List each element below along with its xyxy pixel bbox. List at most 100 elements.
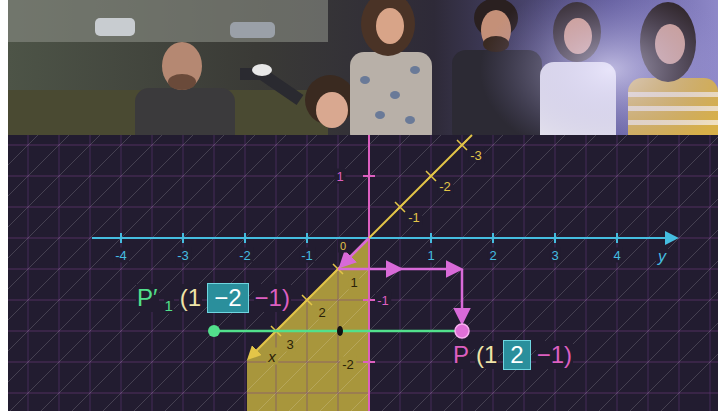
beard xyxy=(168,74,196,90)
grid-line xyxy=(264,135,718,411)
grid-line xyxy=(8,135,505,411)
tick xyxy=(554,233,556,243)
point-label: P(1 2 −1) xyxy=(452,340,573,370)
marker-dot xyxy=(337,326,343,336)
axis-name: y xyxy=(656,248,668,266)
grid-line xyxy=(8,135,195,411)
tick-label: -3 xyxy=(175,248,191,263)
tick xyxy=(363,175,375,177)
grid-line xyxy=(450,135,718,411)
coordinate-text: −1) xyxy=(536,341,573,369)
grid-line xyxy=(8,331,718,332)
x-axis xyxy=(249,135,472,358)
tick-label: 2 xyxy=(487,248,498,263)
vector-path xyxy=(338,238,462,322)
grid-line xyxy=(326,135,718,411)
car xyxy=(230,22,275,38)
floral-pattern xyxy=(360,76,370,84)
shoe xyxy=(252,64,272,76)
plane-region xyxy=(247,238,369,411)
grid-line xyxy=(8,135,443,411)
axes xyxy=(92,135,676,411)
subscript: 1 xyxy=(164,297,174,314)
person-head xyxy=(162,42,202,90)
tick-label: 4 xyxy=(611,248,622,263)
coordinate-text: P xyxy=(452,341,470,369)
grid-line xyxy=(543,135,718,411)
tick-cross xyxy=(426,171,436,181)
tick xyxy=(363,361,375,363)
coordinate-text: −2 xyxy=(213,284,242,312)
vector-arrow xyxy=(338,268,400,271)
tick-label: -2 xyxy=(340,357,356,372)
tick-label: 1 xyxy=(348,275,359,290)
reflection-line xyxy=(214,330,456,333)
tick-label: -1 xyxy=(406,210,422,225)
person-legs xyxy=(240,74,300,100)
floral-pattern xyxy=(405,116,415,124)
axis-name: x xyxy=(266,348,278,365)
person-body xyxy=(350,52,432,135)
diagram-background xyxy=(8,135,718,411)
tick xyxy=(244,233,246,243)
vector-arrow xyxy=(461,269,464,322)
grid-line xyxy=(8,362,718,363)
tick xyxy=(492,233,494,243)
person-hair xyxy=(361,0,415,56)
grid-line xyxy=(295,135,718,411)
tick xyxy=(120,233,122,243)
coordinate-text: (1 xyxy=(475,341,498,369)
car xyxy=(95,18,135,36)
tick-label: -1 xyxy=(299,248,315,263)
tick-label: -2 xyxy=(237,248,253,263)
tick-cross xyxy=(457,140,467,150)
grid-line xyxy=(233,135,718,411)
tick-label: 3 xyxy=(284,337,295,352)
floral-pattern xyxy=(410,66,420,74)
tick-label: 1 xyxy=(425,248,436,263)
coordinate-text: P′ xyxy=(136,284,159,312)
tick xyxy=(182,233,184,243)
tick-label: 2 xyxy=(316,305,327,320)
tick-label: 0 xyxy=(338,240,348,253)
grid-line xyxy=(8,300,718,301)
tick-cross xyxy=(395,202,405,212)
person-body xyxy=(135,88,235,135)
tick-label: 3 xyxy=(549,248,560,263)
photo xyxy=(8,0,718,135)
tick-label: -2 xyxy=(437,179,453,194)
grid-line xyxy=(8,393,718,394)
highlight-box: −2 xyxy=(207,283,248,313)
y-axis xyxy=(92,237,676,239)
vector-arrow xyxy=(400,268,460,271)
coordinate-text: 2 xyxy=(509,341,524,369)
tick xyxy=(616,233,618,243)
grid-line xyxy=(8,135,257,411)
grid-line xyxy=(8,207,718,208)
tick-label: -1 xyxy=(375,293,391,308)
tick-label: 1 xyxy=(334,169,345,184)
tick xyxy=(306,233,308,243)
floral-pattern xyxy=(390,91,400,99)
tick-label: -4 xyxy=(113,248,129,263)
grid-line xyxy=(357,135,718,411)
grid-line xyxy=(419,135,718,411)
person-head xyxy=(376,8,404,44)
grid-line xyxy=(8,145,718,146)
point-label: P′ 1 (1 −2 −1) xyxy=(136,283,291,313)
grid-line xyxy=(8,176,718,177)
coordinate-text: (1 xyxy=(179,284,202,312)
grid-line xyxy=(8,269,718,270)
grid-line xyxy=(8,238,718,239)
grid-line xyxy=(512,135,718,411)
grid xyxy=(8,135,718,411)
grid-line xyxy=(574,135,718,411)
point xyxy=(208,325,220,337)
person-head xyxy=(316,92,348,128)
grid-line xyxy=(388,135,718,411)
tick xyxy=(430,233,432,243)
tick xyxy=(363,299,375,301)
coordinate-text: −1) xyxy=(254,284,291,312)
